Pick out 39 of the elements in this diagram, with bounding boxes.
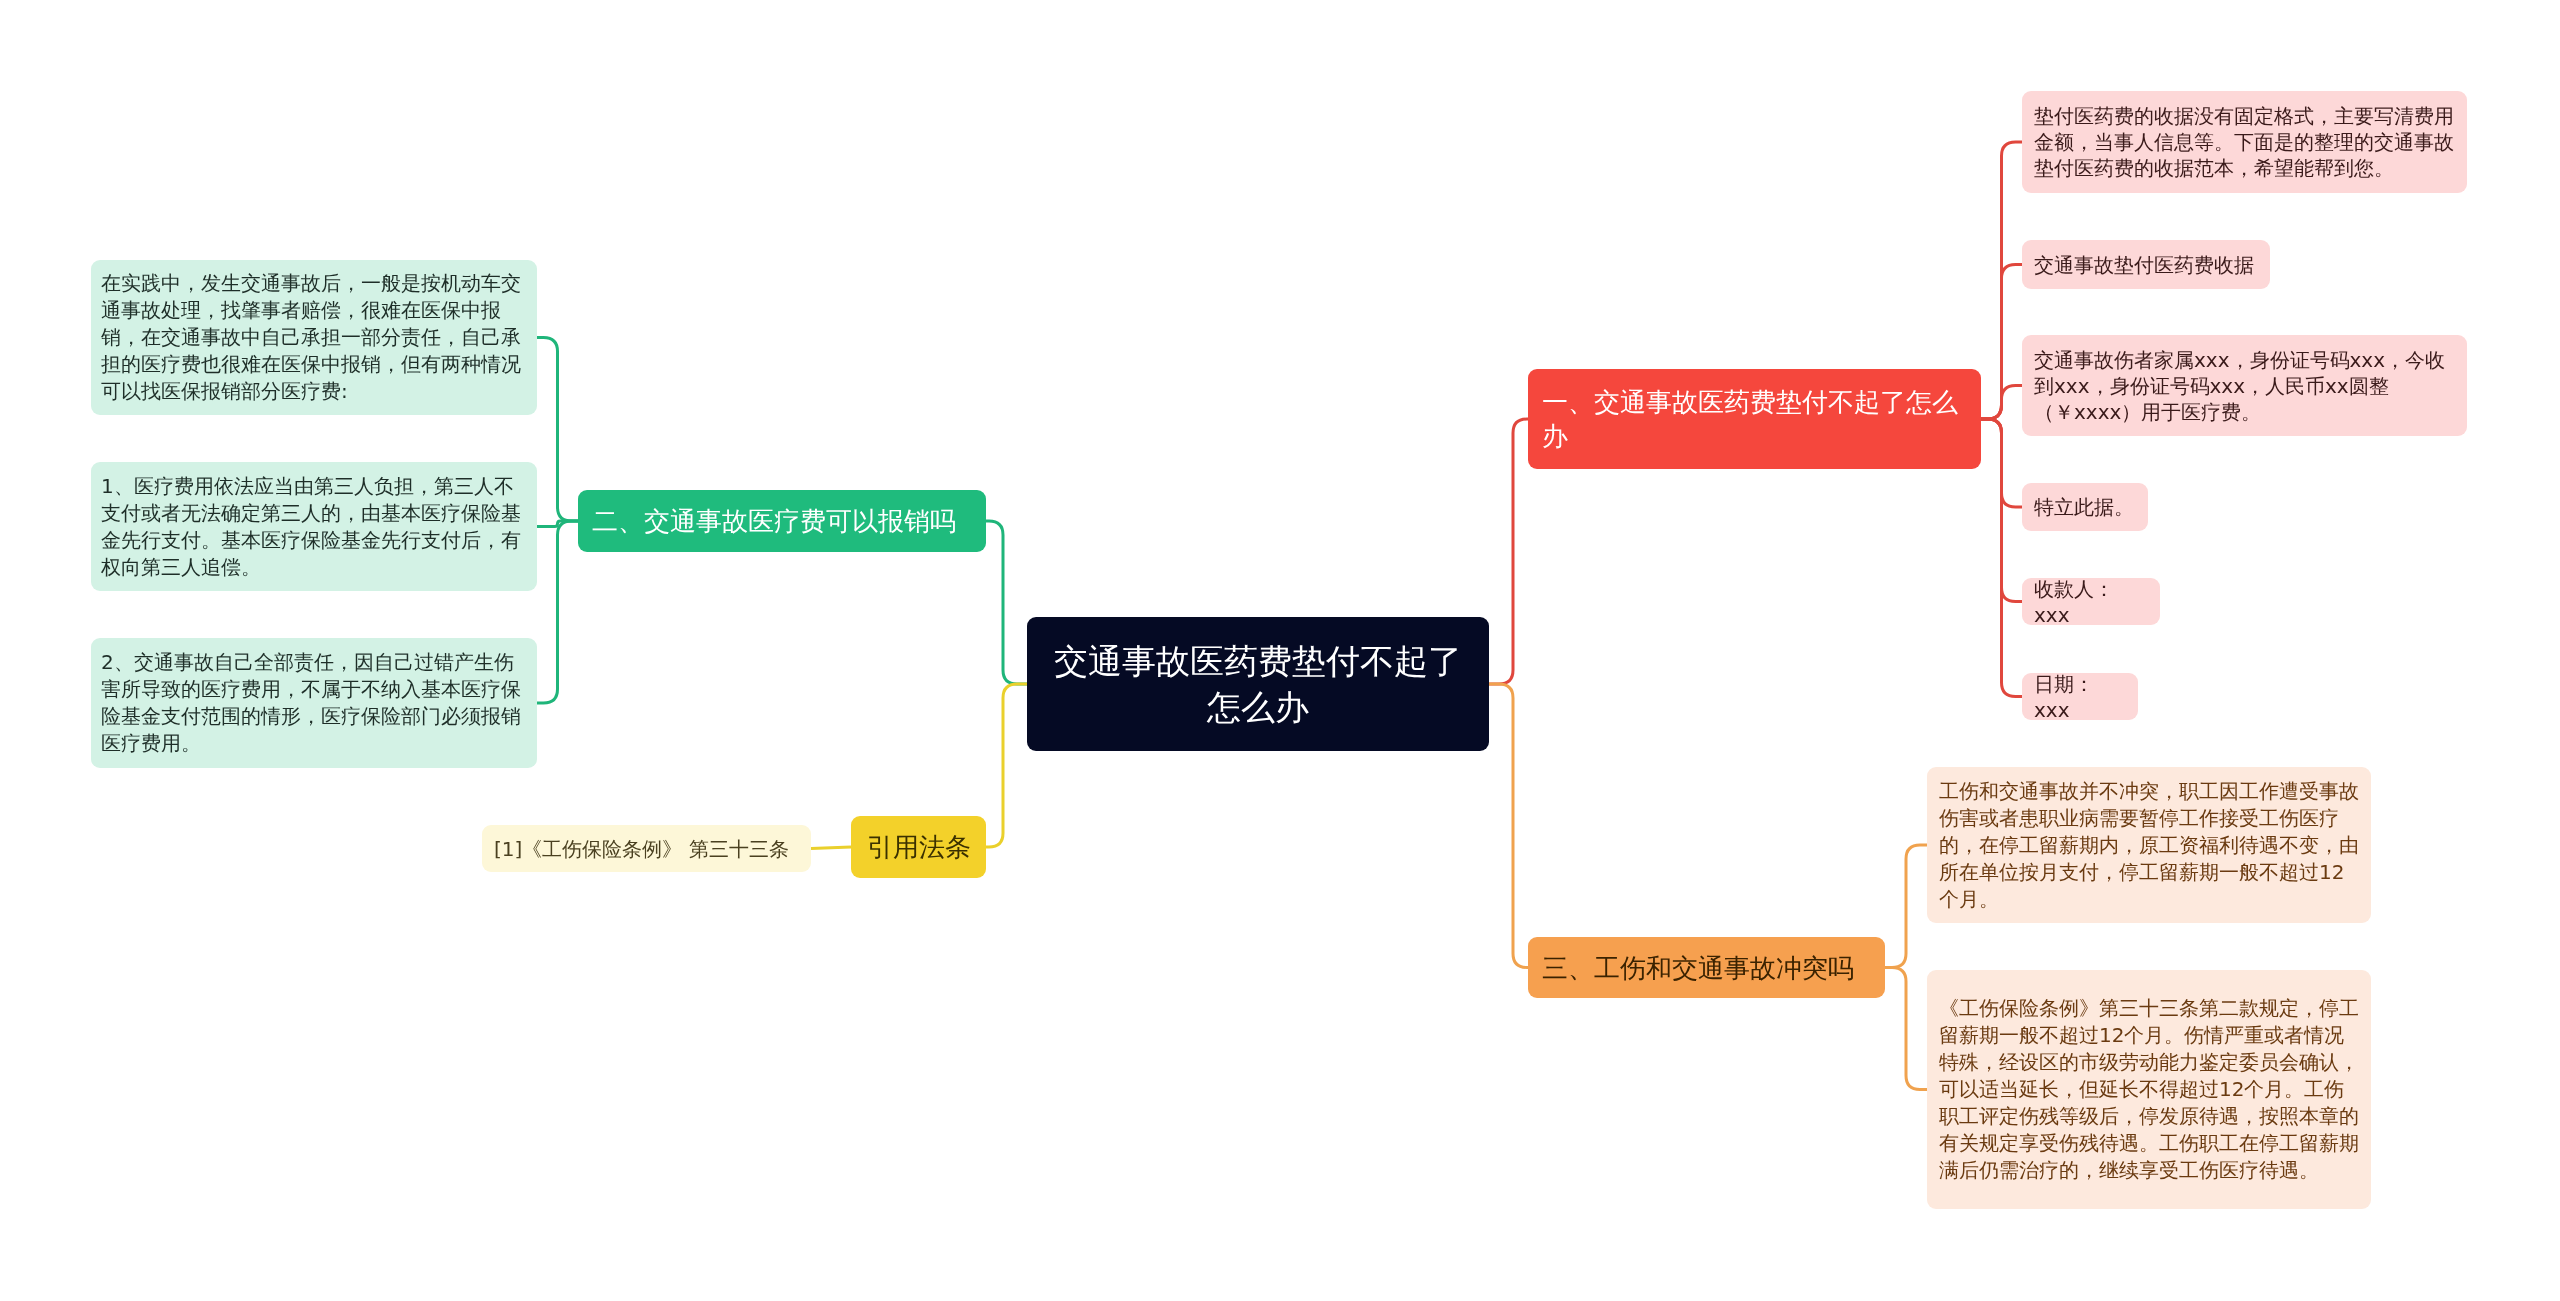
- topic-text: 收款人：xxx: [2034, 575, 2115, 628]
- subtopic-box: [2022, 673, 2138, 720]
- subtopic-box: [2022, 578, 2160, 625]
- subtopic-box: [91, 260, 537, 415]
- central-topic-box: [1027, 617, 1489, 751]
- topic-text: 垫付医药费的收据没有固定格式，主要写清费用金额，当事人信息等。下面是的整理的交通事故垫付医药费的收据范本，希望能帮到您。: [2034, 103, 2455, 181]
- branch-topic-box: [1528, 937, 1885, 998]
- connector-line: [810, 845, 852, 850]
- topic-text: 在实践中，发生交通事故后，一般是按机动车交通事故处理，找肇事者赔偿，很难在医保中报销，在交通事故中自己承担一部分责任，自己承担的医疗费也很难在医保中报销，但有两种情况可以找医保报销部分医疗费:: [101, 270, 522, 405]
- branch-topic-box: [851, 816, 986, 878]
- subtopic-box: [1927, 767, 2371, 923]
- subtopic-box: [2022, 91, 2467, 193]
- topic-text: 二、交通事故医疗费可以报销吗: [592, 505, 956, 538]
- subtopic-box: [91, 638, 537, 768]
- subtopic-box: [91, 462, 537, 591]
- subtopic-box: [1927, 970, 2371, 1209]
- connector-line: [1885, 966, 1927, 1091]
- topic-text: 交通事故伤者家属xxx，身份证号码xxx，今收到xxx，身份证号码xxx，人民币xx圆整（￥xxxx）用于医疗费。: [2034, 346, 2446, 425]
- topic-text: 1、医疗费用依法应当由第三人负担，第三人不支付或者无法确定第三人的，由基本医疗保险基金先行支付。基本医疗保险基金先行支付后，有权向第三人追偿。: [101, 472, 522, 581]
- connector-line: [537, 519, 578, 705]
- subtopic-box: [2022, 240, 2270, 289]
- topic-text: 2、交通事故自己全部责任，因自己过错产生伤害所导致的医疗费用，不属于不纳入基本医疗保险基金支付范围的情形，医疗保险部门必须报销医疗费用。: [101, 649, 522, 757]
- topic-text: 三、工伤和交通事故冲突吗: [1542, 951, 1854, 985]
- subtopic-box: [2022, 483, 2148, 531]
- branch-topic-box: [1528, 369, 1981, 469]
- connector-line: [1489, 682, 1529, 969]
- topic-text: 日期：xxx: [2034, 670, 2095, 723]
- connector-line: [1981, 417, 2022, 698]
- branch-topic-box: [578, 490, 986, 552]
- topic-text: 交通事故医药费垫付不起了怎么办: [1053, 640, 1463, 729]
- topic-text: 工伤和交通事故并不冲突，职工因工作遭受事故伤害或者患职业病需要暂停工作接受工伤医疗的，在停工留薪期内，原工资福利待遇不变，由所在单位按月支付，停工留薪期一般不超过12个月。: [1939, 777, 2359, 913]
- topic-text: 一、交通事故医药费垫付不起了怎么办: [1542, 386, 1959, 453]
- topic-text: 特立此据。: [2034, 494, 2134, 520]
- topic-text: 《工伤保险条例》第三十三条第二款规定，停工留薪期一般不超过12个月。伤情严重或者情况特殊，经设区的市级劳动能力鉴定委员会确认，可以适当延长，但延长不得超过12个月。工伤职工评定伤残等级后，停发原待遇，按照本章的有关规定享受伤残待遇。工伤职工在停工留薪期满后仍需治疗的，继续享受工伤医疗待遇。: [1939, 995, 2359, 1184]
- topic-text: [1]《工伤保险条例》 第三十三条: [494, 835, 789, 862]
- topic-text: 交通事故垫付医药费收据: [2034, 251, 2254, 278]
- topic-text: 引用法条: [866, 831, 971, 864]
- subtopic-box: [482, 825, 811, 872]
- subtopic-box: [2022, 335, 2467, 436]
